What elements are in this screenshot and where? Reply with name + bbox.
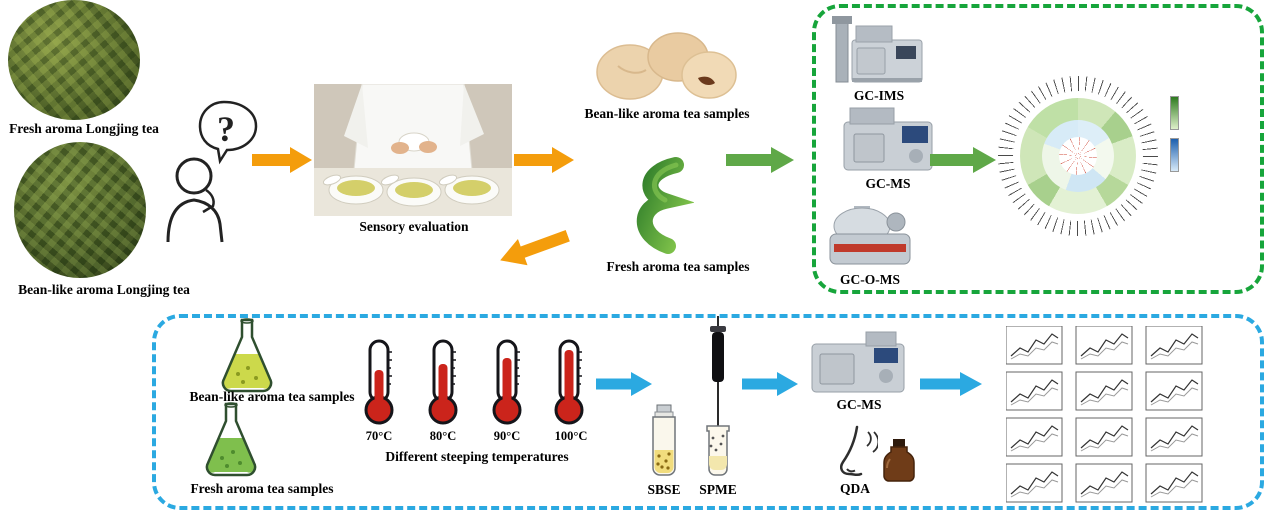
thermometer-90-icon [492,339,522,425]
gc-ms-bottom-label: GC-MS [836,397,882,412]
arrow-blue-to-results [920,372,982,396]
thermometer-100-icon [554,339,584,425]
qda-label: QDA [840,481,870,496]
fresh-tea-label: Fresh aroma Longjing tea [9,121,159,136]
gc-ms-instrument-icon [843,107,933,171]
fresh-tea-photo [8,0,140,120]
temp-80-label: 80°C [429,429,457,443]
fresh-flask-label: Fresh aroma tea samples [190,481,334,496]
arrow-orange-to-blue-box [500,230,570,266]
spme-fiber-icon [706,316,730,476]
gc-ms-bottom-instrument-icon [811,331,905,393]
bean-flask-label: Bean-like aroma tea samples [189,389,355,404]
gc-ims-label: GC-IMS [853,88,905,103]
arrow-blue-to-gcms [742,372,798,396]
chart-core [1059,137,1097,175]
spme-label: SPME [699,482,737,497]
bean-samples-label: Bean-like aroma tea samples [584,106,750,121]
results-plots-grid [1006,326,1203,503]
sensory-evaluation-label: Sensory evaluation [359,219,469,234]
sensory-evaluation-photo [314,84,512,216]
arrow-green-to-chart [930,147,996,173]
temp-70-label: 70°C [365,429,393,443]
fresh-samples-label: Fresh aroma tea samples [606,259,750,274]
thermometer-70-icon [364,339,394,425]
arrow-blue-to-extraction [596,372,652,396]
arrow-orange-to-sensory [252,147,312,173]
gc-o-ms-label: GC-O-MS [840,272,900,287]
nose-icon [840,425,878,477]
gc-ms-label: GC-MS [865,176,911,191]
gc-ims-instrument-icon [832,16,923,83]
arrow-orange-to-samples [514,147,574,173]
chart-legend-green-bar [1170,96,1179,130]
bean-flask-icon [221,318,273,393]
thermometer-80-icon [428,339,458,425]
temp-100-label: 100°C [554,429,588,443]
green-analysis-panel [812,4,1264,294]
steeping-temperatures-caption: Different steeping temperatures [385,449,569,464]
fresh-aroma-swirl-icon [636,157,694,254]
blue-analysis-panel [152,314,1264,510]
sbse-label: SBSE [647,482,681,497]
fresh-flask-icon [205,402,257,477]
arrow-green-to-instruments [726,147,794,173]
thinking-person-icon: ? [166,100,258,243]
bean-tea-photo [14,142,146,278]
bean-tea-label: Bean-like aroma Longjing tea [18,282,190,297]
circular-dendrogram-chart [998,76,1158,236]
gc-o-ms-instrument-icon [829,206,911,265]
aroma-bottle-icon [883,439,915,482]
question-mark: ? [217,109,235,149]
sbse-vial-icon [652,404,676,476]
temp-90-label: 90°C [493,429,521,443]
chart-legend-blue-bar [1170,138,1179,172]
beans-icon [596,32,737,100]
